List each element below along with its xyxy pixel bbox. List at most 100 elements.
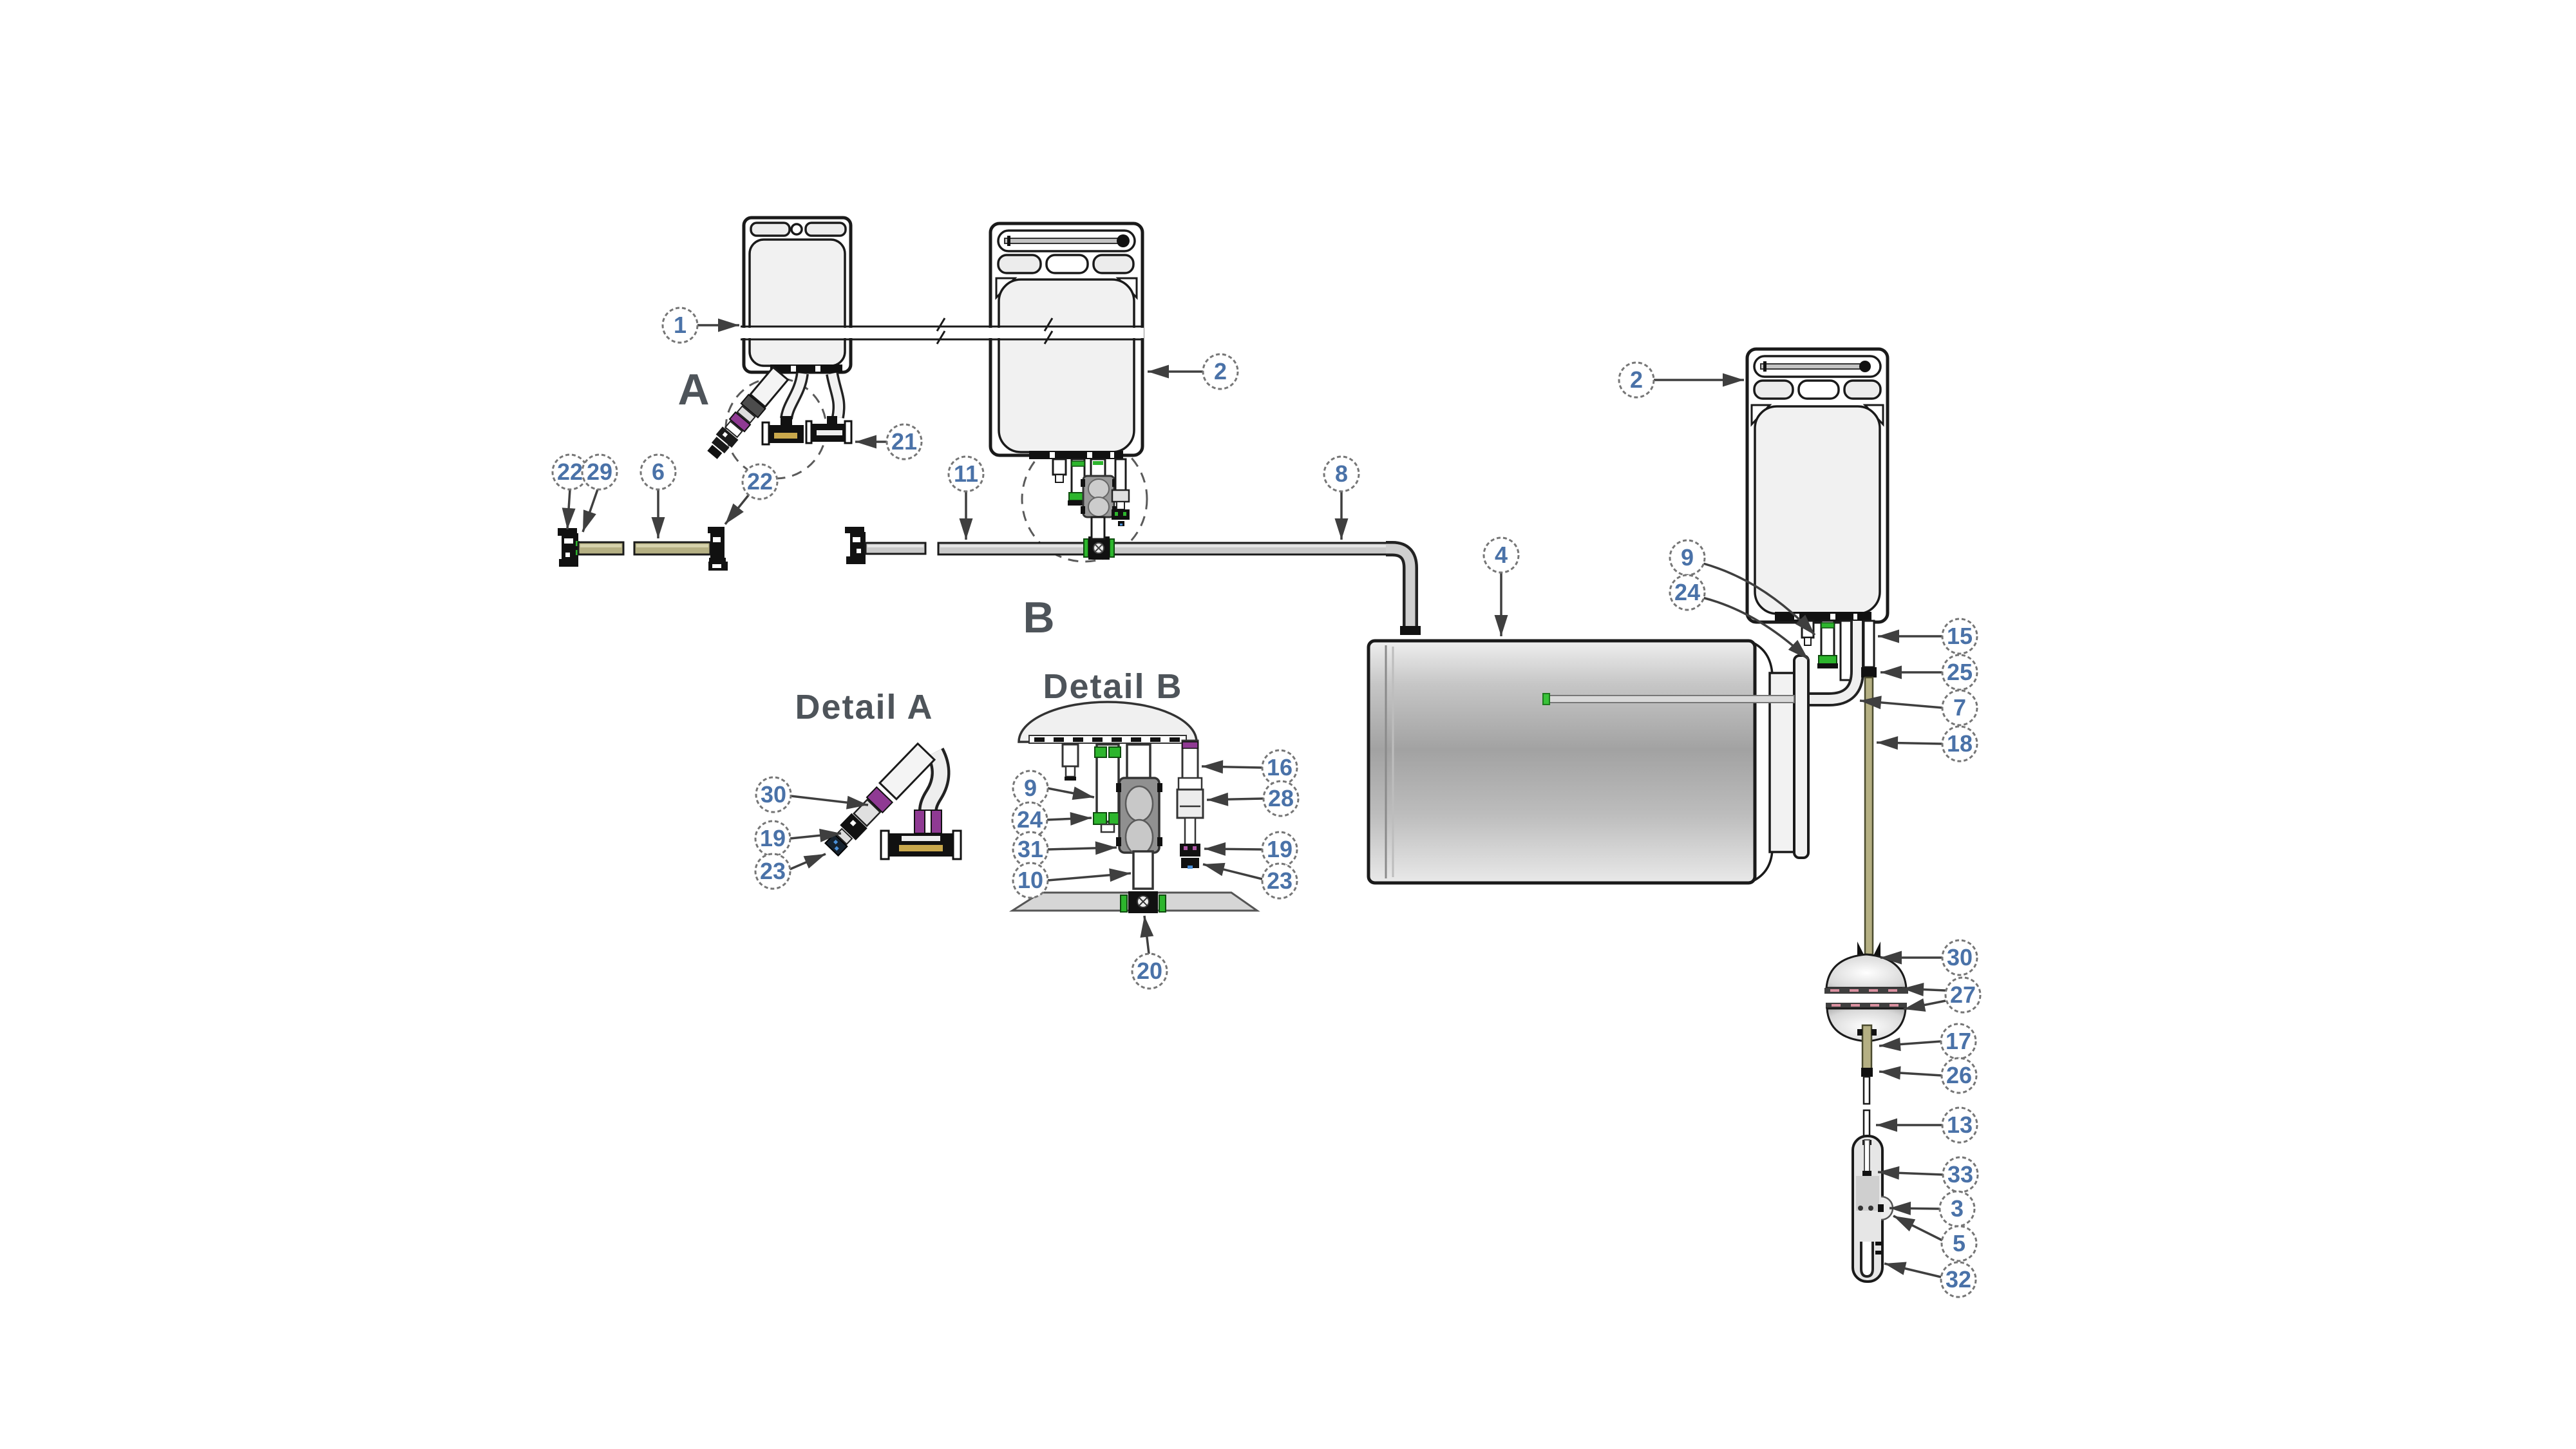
svg-text:29: 29 <box>587 459 612 485</box>
svg-text:27: 27 <box>1950 981 1976 1008</box>
svg-text:13: 13 <box>1947 1112 1973 1138</box>
t-fitting-right <box>805 416 853 444</box>
svg-text:31: 31 <box>1018 836 1043 862</box>
svg-text:10: 10 <box>1018 867 1043 893</box>
detail-b-marker-circle <box>1021 435 1148 563</box>
callout-2-right: 2 <box>1618 361 1744 399</box>
callout-detail-b-19: 19 <box>1204 831 1298 868</box>
callout-22-a: 22 <box>551 453 589 530</box>
bag-middle <box>989 222 1144 459</box>
callout-18: 18 <box>1876 725 1978 762</box>
svg-text:11: 11 <box>954 460 978 487</box>
callout-detail-a-30: 30 <box>755 776 869 813</box>
svg-text:9: 9 <box>1024 775 1037 801</box>
tube-piece-main-left-end <box>845 527 927 564</box>
callout-32: 32 <box>1884 1261 1977 1298</box>
svg-text:9: 9 <box>1681 544 1694 571</box>
callout-33: 33 <box>1877 1156 1979 1193</box>
svg-text:18: 18 <box>1947 730 1973 757</box>
callout-24-right: 24 <box>1669 574 1810 661</box>
svg-text:5: 5 <box>1953 1230 1965 1256</box>
svg-text:19: 19 <box>1267 836 1293 862</box>
detail-a: Detail A <box>795 688 962 860</box>
callout-30-float: 30 <box>1880 939 1978 976</box>
bag-right <box>1745 347 1889 624</box>
detail-b: Detail B <box>1009 667 1260 913</box>
tube-piece-22-29 <box>558 528 625 567</box>
svg-text:17: 17 <box>1946 1028 1971 1054</box>
svg-text:22: 22 <box>747 468 773 495</box>
callout-6: 6 <box>639 453 677 538</box>
svg-text:2: 2 <box>1214 358 1227 384</box>
callout-4: 4 <box>1482 536 1520 636</box>
bag-middle-port-assembly <box>1052 458 1130 540</box>
svg-text:25: 25 <box>1947 659 1973 685</box>
callout-25: 25 <box>1880 654 1978 691</box>
svg-text:30: 30 <box>1947 944 1973 971</box>
callout-detail-b-23: 23 <box>1202 862 1298 900</box>
svg-text:6: 6 <box>652 459 665 485</box>
connector-26 <box>1861 1068 1873 1077</box>
tube-piece-6 <box>633 527 728 571</box>
callout-2-middle: 2 <box>1148 353 1239 390</box>
hanger-rod <box>1004 238 1122 244</box>
tank <box>1367 639 1810 885</box>
callout-detail-b-20: 20 <box>1131 915 1168 990</box>
callout-detail-b-31: 31 <box>1012 831 1117 868</box>
break-lines <box>741 317 1144 345</box>
section-label-b: B <box>1023 593 1054 642</box>
svg-text:23: 23 <box>760 858 786 884</box>
svg-text:23: 23 <box>1267 867 1293 894</box>
bag-left-manifold <box>770 365 842 373</box>
callout-13: 13 <box>1876 1106 1978 1144</box>
bag-left <box>742 216 853 374</box>
svg-text:33: 33 <box>1947 1161 1973 1188</box>
callout-5: 5 <box>1893 1215 1978 1262</box>
callout-1: 1 <box>661 307 739 344</box>
callout-8: 8 <box>1323 455 1360 540</box>
callout-detail-a-19: 19 <box>754 820 842 857</box>
callout-7: 7 <box>1859 689 1978 726</box>
callout-detail-b-24: 24 <box>1011 801 1092 838</box>
callout-27: 27 <box>1902 976 1982 1014</box>
callout-22-b: 22 <box>724 463 779 526</box>
valve-28 <box>1176 788 1204 819</box>
callout-21: 21 <box>855 423 923 460</box>
callout-11: 11 <box>947 455 985 540</box>
main-transfer-tube <box>937 536 1421 635</box>
bag-left-tube-assembly <box>707 366 853 459</box>
detail-b-title: Detail B <box>1043 667 1182 706</box>
callout-detail-b-28: 28 <box>1206 780 1300 817</box>
callout-9-right: 9 <box>1669 539 1816 636</box>
svg-text:30: 30 <box>761 781 786 808</box>
svg-text:4: 4 <box>1495 542 1508 568</box>
dip-tube-tip <box>1542 693 1550 705</box>
bottom-capsule <box>1852 1135 1894 1283</box>
tube-18 <box>1864 676 1874 956</box>
tube-10 <box>1132 850 1154 890</box>
callout-26: 26 <box>1879 1057 1978 1094</box>
svg-text:16: 16 <box>1267 754 1293 781</box>
svg-text:24: 24 <box>1017 806 1043 833</box>
svg-text:21: 21 <box>891 428 917 455</box>
bag-right-port-assembly <box>1801 620 1877 956</box>
svg-text:15: 15 <box>1947 623 1973 649</box>
callout-detail-b-10: 10 <box>1012 862 1132 899</box>
bag-middle-manifold <box>1029 451 1123 459</box>
detail-a-title: Detail A <box>795 688 933 726</box>
svg-text:24: 24 <box>1674 579 1700 605</box>
callout-15: 15 <box>1878 618 1978 655</box>
connector-25 <box>1861 667 1877 677</box>
t-fitting-left <box>761 416 804 446</box>
callout-detail-b-16: 16 <box>1201 749 1298 786</box>
tank-dip-tube <box>1546 695 1795 703</box>
svg-text:20: 20 <box>1137 958 1162 984</box>
svg-text:1: 1 <box>674 312 687 338</box>
svg-text:32: 32 <box>1946 1266 1971 1293</box>
svg-text:3: 3 <box>1951 1195 1964 1222</box>
section-label-a: A <box>677 365 709 414</box>
callout-detail-b-9: 9 <box>1012 770 1095 807</box>
svg-text:2: 2 <box>1630 366 1643 393</box>
tank-inlet-collar <box>1400 626 1421 635</box>
